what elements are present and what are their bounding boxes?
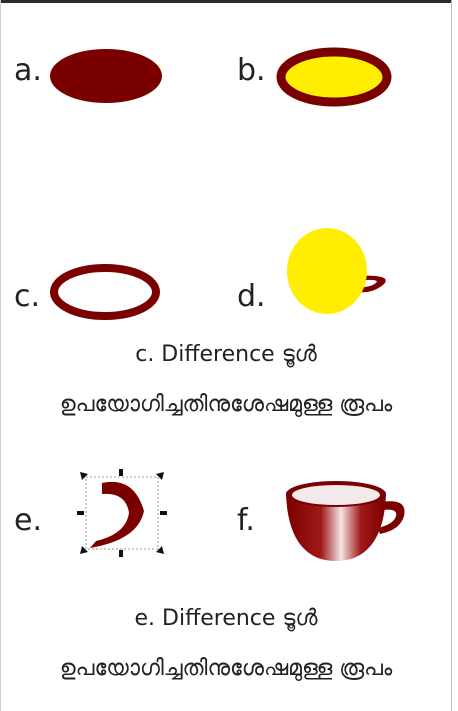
top-border bbox=[0, 0, 452, 3]
filled-dark-ellipse bbox=[50, 49, 162, 103]
panel-label-d: d. bbox=[237, 279, 266, 314]
yellow-ellipse-dark-outline bbox=[276, 47, 392, 107]
caption-1-line-1: c. Difference ടൂൾ bbox=[135, 342, 317, 367]
left-border bbox=[0, 0, 1, 711]
panel-label-b: b. bbox=[237, 53, 266, 88]
panel-label-a: a. bbox=[14, 53, 42, 88]
ring-ellipse bbox=[50, 264, 160, 320]
crescent-with-selection-handles bbox=[77, 469, 167, 557]
panel-label-e: e. bbox=[14, 503, 42, 538]
right-border bbox=[451, 0, 452, 711]
caption-2-line-1: e. Difference ടൂൾ bbox=[134, 606, 318, 631]
yellow-circle-with-handle bbox=[287, 228, 386, 314]
panel-label-c: c. bbox=[14, 279, 41, 314]
cup-illustration bbox=[286, 481, 405, 561]
panel-label-f: f. bbox=[237, 503, 255, 538]
caption-1-line-2: ഉപയോഗിച്ചതിനുശേഷമുള്ള രൂപം bbox=[59, 392, 393, 417]
caption-2-line-2: ഉപയോഗിച്ചതിനുശേഷമുള്ള രൂപം bbox=[59, 656, 393, 681]
